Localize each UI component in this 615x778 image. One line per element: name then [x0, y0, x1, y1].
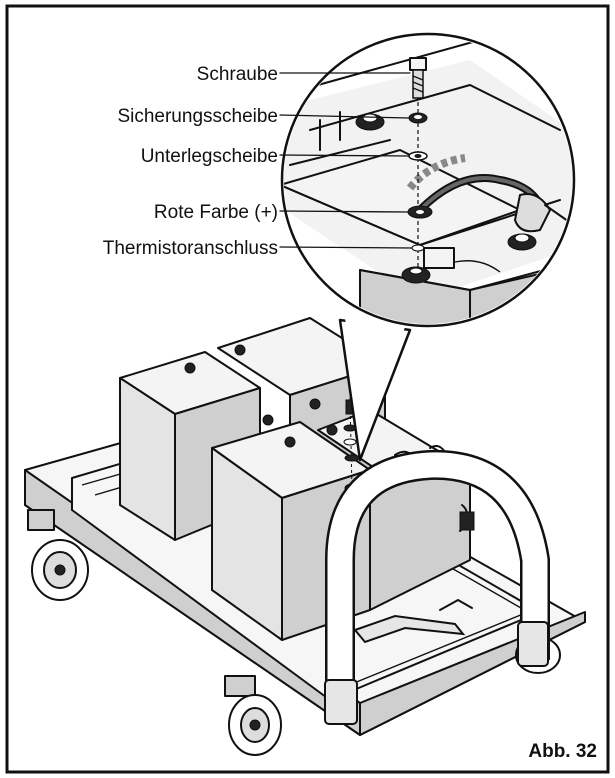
caster-left-front: [27, 509, 89, 601]
callout-label-thermistoranschluss: Thermistoranschluss: [103, 238, 278, 259]
battery-back-left: [119, 351, 261, 541]
callout-labels: Schraube Sicherungsscheibe Unterlegschei…: [103, 64, 413, 259]
callout-label-schraube: Schraube: [197, 64, 278, 85]
detail-magnifier: [280, 32, 576, 462]
figure-number: Abb. 32: [528, 741, 597, 762]
leader-line-unterlegscheibe: [279, 154, 410, 157]
callout-label-sicherungsscheibe: Sicherungsscheibe: [117, 106, 278, 127]
leader-line-rote-farbe: [279, 210, 409, 213]
cart: [24, 317, 586, 756]
cart-handle: [324, 449, 550, 725]
caster-left-rear: [224, 675, 282, 756]
leader-line-sicherungsscheibe: [279, 114, 410, 119]
leader-line-thermistoranschluss: [279, 246, 413, 249]
callout-label-rote-farbe: Rote Farbe (+): [154, 202, 278, 223]
callout-label-unterlegscheibe: Unterlegscheibe: [141, 146, 278, 167]
